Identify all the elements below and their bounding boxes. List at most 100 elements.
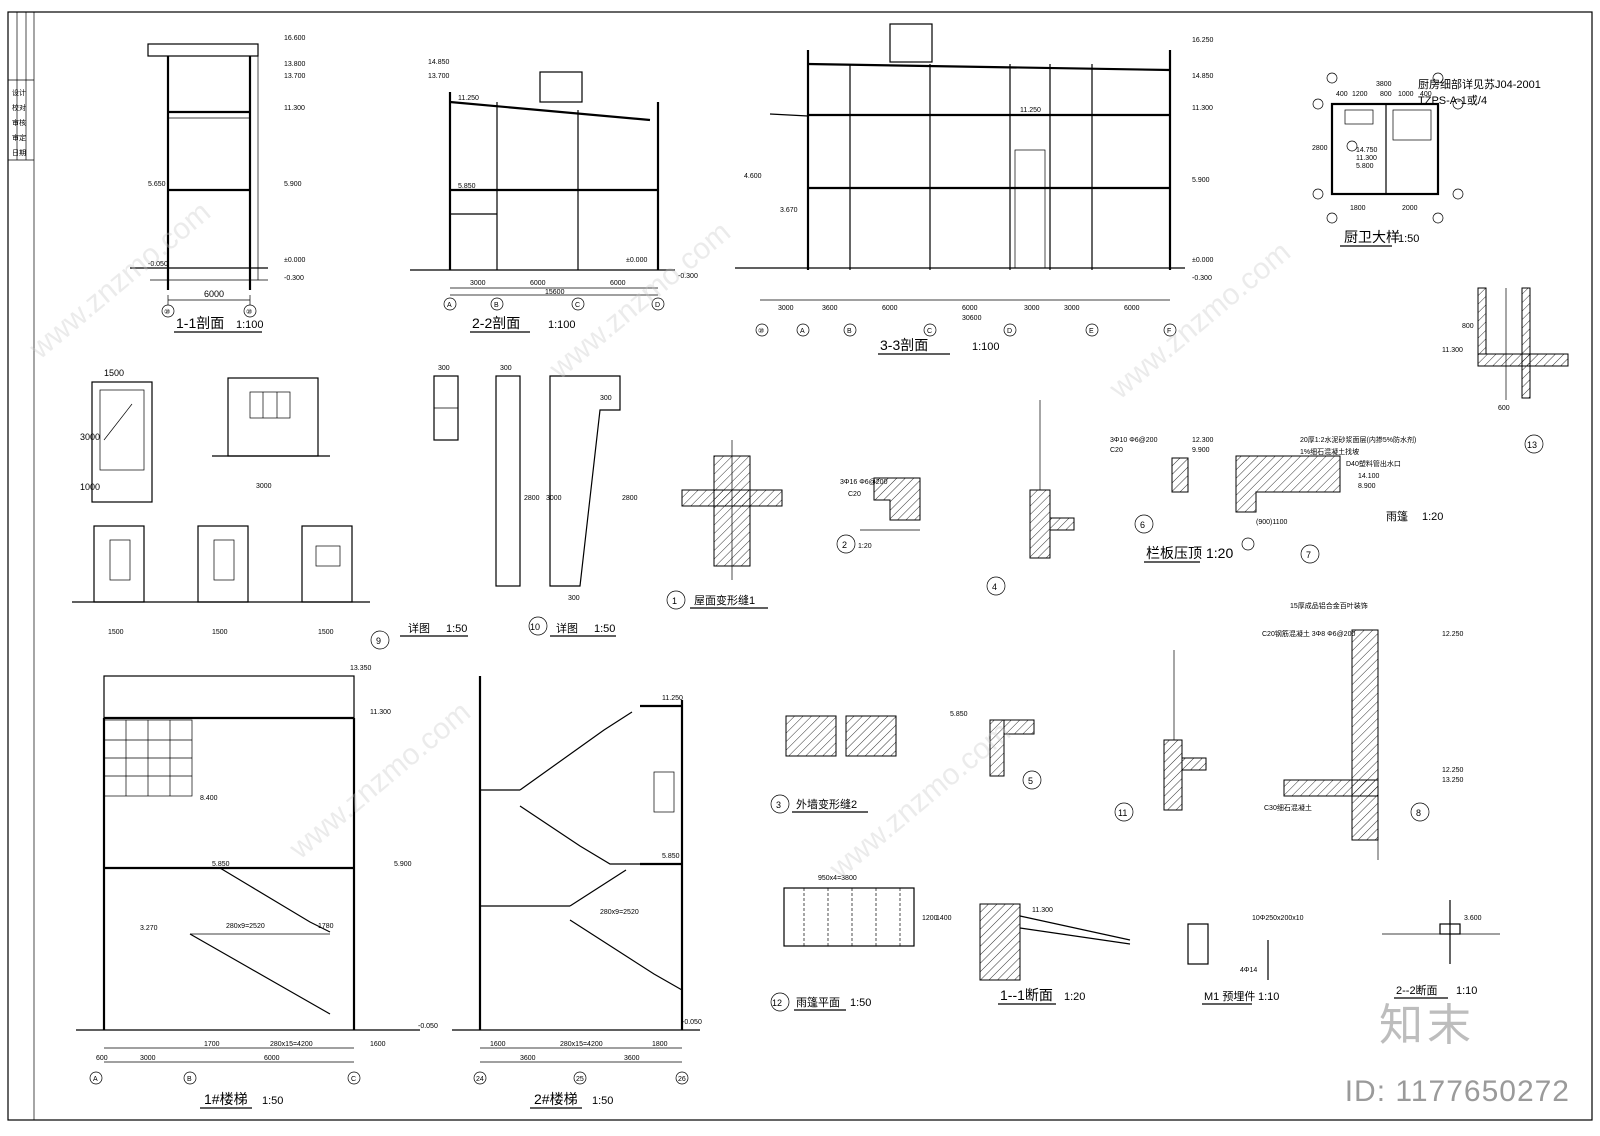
st2-elev-0: 11.250: [662, 695, 683, 702]
s22-elev-4: ±0.000: [626, 257, 647, 264]
d2-label: 1:20: [858, 543, 872, 550]
d12-num: 12: [772, 998, 782, 1008]
s33-axis-6: F: [1167, 328, 1171, 335]
d10-dim-1: 300: [500, 365, 512, 372]
s33-elev-0: 16.250: [1192, 37, 1214, 44]
s11-elev-7: 5.650: [148, 181, 166, 188]
d8-elev-0: 12.250: [1442, 631, 1464, 638]
titleblock-row-0: 设计: [12, 88, 26, 97]
s11-axis-0: ⑩: [164, 308, 170, 316]
d6-label: 栏板压顶: [1146, 545, 1202, 561]
watermark-text-1: www.znzmo.com: [543, 215, 737, 386]
d12-scale: 1:50: [850, 997, 871, 1009]
d13-dim-0: 800: [1462, 323, 1474, 330]
watermark-text-3: www.znzmo.com: [283, 695, 477, 866]
st1-elev-3: 5.900: [394, 861, 412, 868]
st1-title: 1#楼梯: [204, 1091, 248, 1107]
d7-elev-0: 14.100: [1358, 473, 1380, 480]
d12-dim-1: 1200: [922, 915, 938, 922]
s22-elev-2: 11.250: [458, 95, 479, 102]
d5-num: 5: [1028, 776, 1033, 786]
s33-dim-5: 3000: [1064, 305, 1080, 312]
kitchen-elev-1: 11.300: [1356, 155, 1377, 162]
d9-label: 详图: [408, 621, 430, 635]
s22-dim-1: 6000: [530, 280, 546, 287]
s22-scale: 1:100: [548, 319, 576, 331]
sec22-scale: 1:10: [1456, 985, 1477, 997]
titleblock-row-2: 审核: [12, 118, 26, 127]
s11-elev-0: 16.600: [284, 35, 306, 42]
st2-elev-2: -0.050: [682, 1019, 702, 1026]
d5-elev: 5.850: [950, 711, 968, 718]
kitchen-dim-0: 3800: [1376, 81, 1392, 88]
s33-axis-2: B: [847, 328, 852, 335]
d10-scale: 1:50: [594, 623, 615, 635]
d6-note1: 3Φ10 Φ6@200: [1110, 437, 1158, 444]
st2-title: 2#楼梯: [534, 1091, 578, 1107]
detail-section-2-2: 3.600 2--2断面 1:10: [1382, 900, 1500, 999]
s33-dim-6: 6000: [1124, 305, 1140, 312]
st2-axis-1: 25: [576, 1076, 584, 1083]
st2-dim-1: 3600: [520, 1055, 536, 1062]
st2-dim-3: 1800: [652, 1041, 668, 1048]
detail-3: 3 外墙变形缝2: [770, 715, 897, 814]
s33-dim-3: 6000: [962, 305, 978, 312]
s33-title: 3-3剖面: [880, 337, 928, 353]
kitchen-title: 厨卫大样: [1344, 229, 1400, 245]
s33-dim-2: 6000: [882, 305, 898, 312]
m1-label: M1 预埋件: [1204, 990, 1255, 1003]
kitchen-dim-1: 400: [1336, 91, 1348, 98]
d6-elev-0: 12.300: [1192, 437, 1214, 444]
d13-elev: 11.300: [1442, 347, 1463, 354]
d10-num: 10: [530, 622, 540, 632]
d9-dim-6: 1500: [318, 629, 334, 636]
detail-12: 950x4=3800 1200 1400 12 雨篷平面 1:50: [770, 875, 952, 1012]
d10-dim-3: 2800: [524, 495, 540, 502]
s11-elev-3: 11.300: [284, 105, 305, 112]
s11-elev-4: 5.900: [284, 181, 302, 188]
d7-num: 7: [1306, 550, 1311, 560]
s22-axis-2: C: [575, 302, 580, 309]
kitchen-elev-0: 14.750: [1356, 147, 1378, 154]
d7-elev-1: 8.900: [1358, 483, 1376, 490]
title-block: 设计 校对 审核 审定 日期: [8, 12, 34, 161]
st1-dim-4: 280x15=4200: [270, 1041, 313, 1048]
titleblock-row-4: 日期: [12, 149, 26, 157]
s33-axis-1: A: [800, 328, 805, 335]
d8-note2: C20钢筋混凝土 3Φ8 Φ6@200: [1262, 629, 1355, 638]
d2-note2: C20: [848, 491, 861, 498]
kitchen-elev-2: 5.800: [1356, 163, 1374, 170]
d9-dim-4: 1500: [108, 629, 124, 636]
stair-1: A B C 13.350 11.300 8.400 5.900 5.850 3.…: [76, 665, 438, 1109]
sec11-scale: 1:20: [1064, 991, 1085, 1003]
st1-dim-2: 6000: [264, 1055, 280, 1062]
s22-axis-3: D: [655, 302, 660, 309]
watermark-id: ID: 1177650272: [1344, 1075, 1570, 1108]
s33-elev-7: 4.600: [744, 173, 762, 180]
kitchen-dim-8: 2800: [1312, 145, 1328, 152]
sheet-border: [7, 11, 1593, 1121]
d10-label: 详图: [556, 621, 578, 635]
st2-scale: 1:50: [592, 1095, 613, 1107]
s11-scale: 1:100: [236, 319, 264, 331]
s22-axis-1: B: [494, 302, 499, 309]
s11-elev-5: ±0.000: [284, 257, 305, 264]
sec22-elev: 3.600: [1464, 915, 1482, 922]
s22-dim-0: 3000: [470, 280, 486, 287]
detail-13: 11.300 800 600 13: [1442, 287, 1569, 454]
detail-2: 3Φ16 Φ6@200 C20 2 1:20: [836, 477, 921, 554]
s22-elev-5: -0.300: [678, 273, 698, 280]
detail-8: 15厚成品铝合金百叶装饰 C20钢筋混凝土 3Φ8 Φ6@200 C30细石混凝…: [1262, 601, 1464, 860]
s33-elev-1: 14.850: [1192, 73, 1214, 80]
d7-note1: 20厚1:2水泥砂浆面层(内掺5%防水剂): [1300, 435, 1416, 444]
st2-dim-4: 280x15=4200: [560, 1041, 603, 1048]
d6-num: 6: [1140, 520, 1145, 530]
s33-dim-1: 3600: [822, 305, 838, 312]
kitchen-detail: 3800 400 1200 800 1000 400 1800 2000 280…: [1312, 72, 1541, 247]
kitchen-dim-2: 1200: [1352, 91, 1368, 98]
sec11-elev: 11.300: [1032, 907, 1053, 914]
section-1-1: 6000 ⑩ ⑩ 16.600 13.800 13.700 11.300 5.9…: [130, 35, 306, 333]
detail-10: 300 300 300 2800 3000 2800 300 10 详图 1:5…: [433, 365, 638, 637]
detail-5: 5.850 5: [950, 711, 1042, 790]
section-3-3: 3000 3600 6000 6000 3000 3000 6000 30600…: [735, 23, 1214, 355]
